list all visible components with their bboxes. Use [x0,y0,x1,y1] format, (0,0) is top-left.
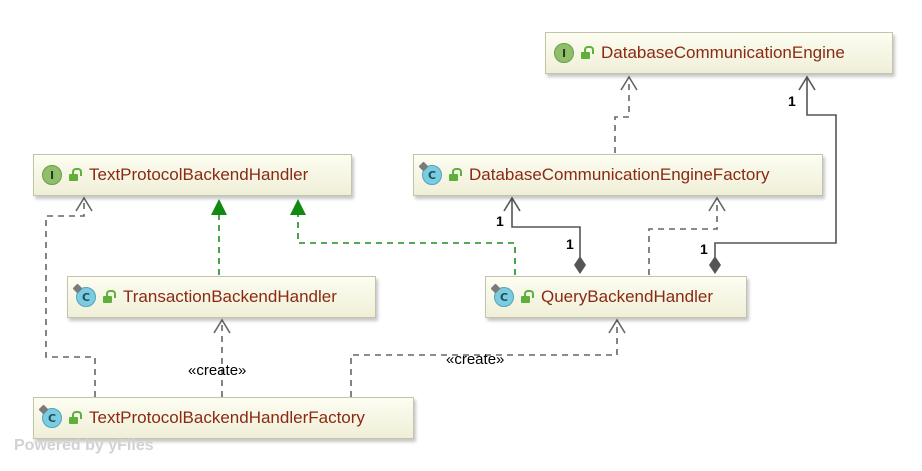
multiplicity-dbfactory-target: 1 [496,213,504,229]
edge-factory-to-texthandler [45,198,96,397]
node-label: TextProtocolBackendHandler [89,165,309,184]
node-label: DatabaseCommunicationEngineFactory [469,165,770,184]
diamond-query-dbfactory [574,256,586,274]
interface-icon: I [554,43,574,63]
arrowhead-dbfactory-navigable [503,196,521,212]
node-text-protocol-backend-handler[interactable]: I TextProtocolBackendHandler [33,154,352,196]
edge-query-to-dbengine [714,77,837,257]
arrowhead-dbfactory-open [708,196,726,212]
multiplicity-dbengine-target: 1 [788,93,796,109]
class-icon: C [494,287,514,307]
edge-label-create-transaction: «create» [188,362,247,379]
edge-label-create-query: «create» [446,351,505,368]
node-label: DatabaseCommunicationEngine [601,43,845,62]
arrowhead-dbengine-navigable [798,75,816,91]
edge-query-implements [297,215,516,275]
arrowhead-query-implements [290,199,306,215]
interface-icon: I [42,165,62,185]
powered-by-watermark: Powered by yFiles [14,437,154,454]
arrowhead-texthandler-open [75,196,93,212]
arrowhead-transaction-open [213,318,231,334]
edge-dbfactory-to-dbengine [614,77,630,153]
arrowhead-transaction-implements [211,199,227,215]
class-icon: C [76,287,96,307]
public-lock-icon [447,168,462,182]
public-lock-icon [67,168,82,182]
node-label: TextProtocolBackendHandlerFactory [89,408,365,427]
node-database-communication-engine[interactable]: I DatabaseCommunicationEngine [545,32,893,74]
public-lock-icon [519,290,534,304]
arrowhead-dbengine-open [620,75,638,91]
arrowhead-query-open [608,318,626,334]
node-transaction-backend-handler[interactable]: C TransactionBackendHandler [67,276,376,318]
class-icon: C [422,165,442,185]
diamond-query-dbengine [709,256,721,274]
public-lock-icon [101,290,116,304]
multiplicity-dbfactory-source: 1 [566,236,574,252]
edge-query-dep-dbfactory [648,198,718,275]
edge-query-to-dbfactory [511,198,581,257]
node-label: QueryBackendHandler [541,287,713,306]
class-icon: C [42,408,62,428]
node-text-protocol-backend-handler-factory[interactable]: C TextProtocolBackendHandlerFactory [33,397,414,439]
node-label: TransactionBackendHandler [123,287,337,306]
public-lock-icon [67,411,82,425]
multiplicity-dbengine-source: 1 [700,241,708,257]
node-query-backend-handler[interactable]: C QueryBackendHandler [485,276,747,318]
node-database-communication-engine-factory[interactable]: C DatabaseCommunicationEngineFactory [413,154,823,196]
public-lock-icon [579,46,594,60]
